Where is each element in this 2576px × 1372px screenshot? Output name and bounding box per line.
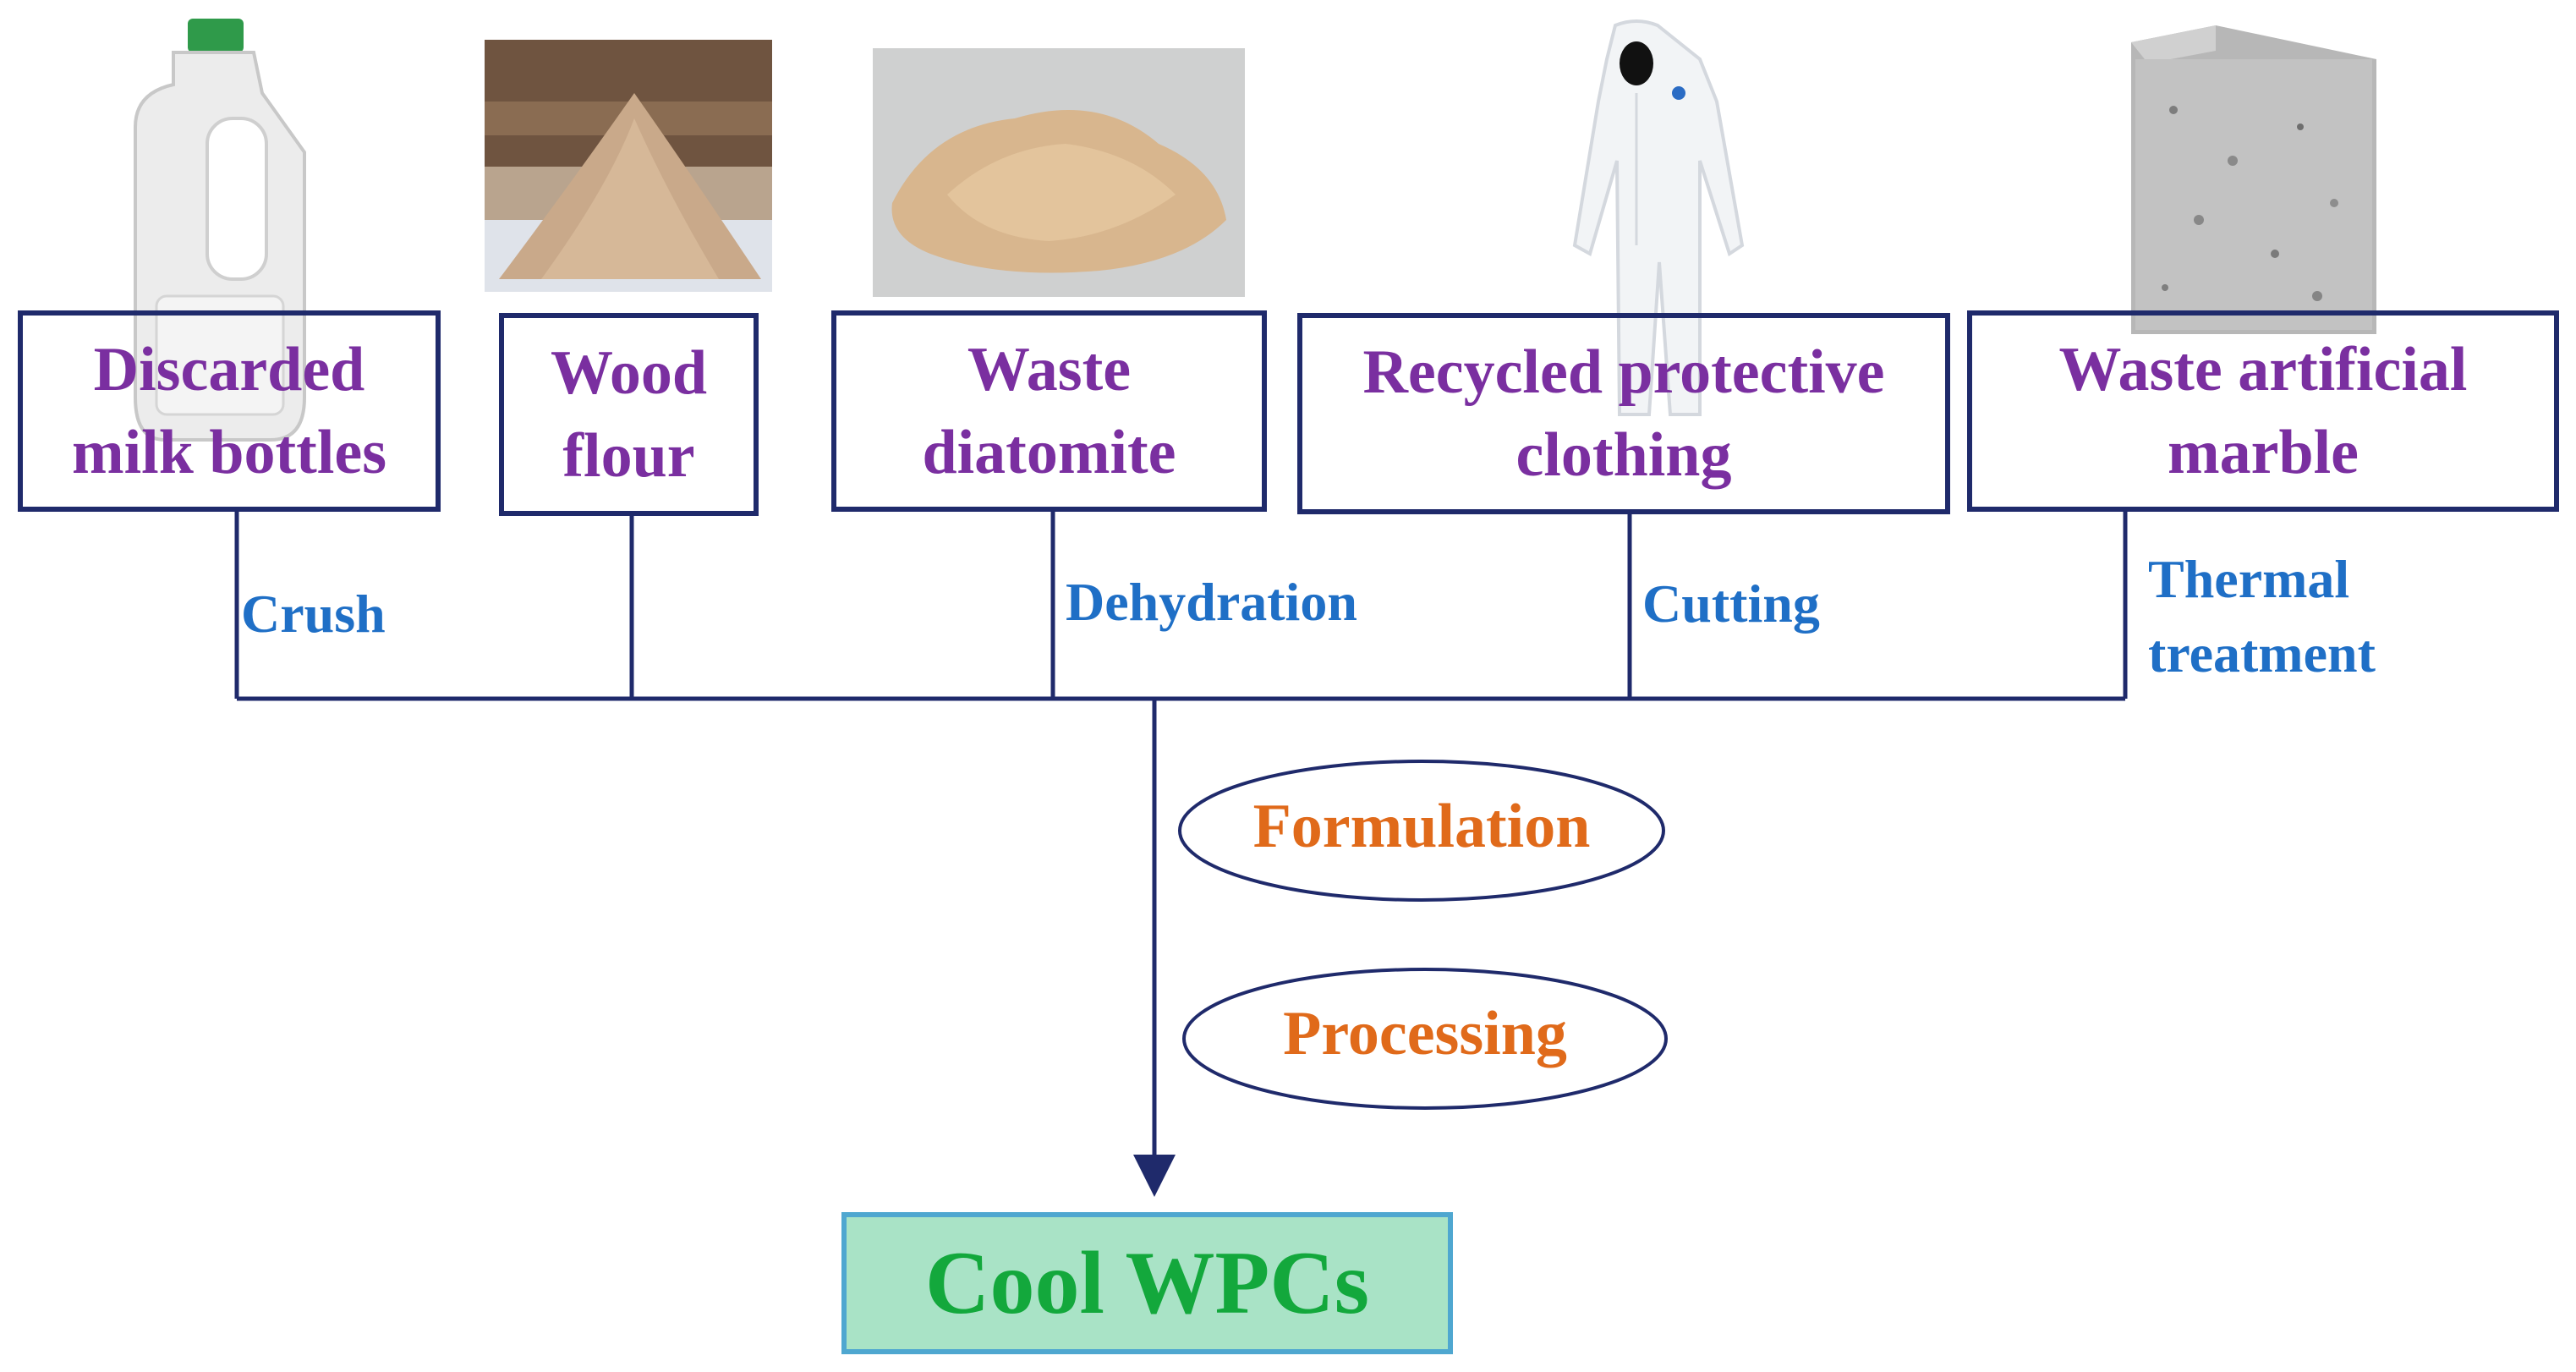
- step-crush: Crush: [241, 584, 386, 644]
- formulation-label: Formulation: [1252, 792, 1591, 861]
- material-box-wood-flour: Wood flour: [499, 313, 759, 516]
- milk-bottle-image: [134, 19, 306, 442]
- material-label-protective-clothing: Recycled protective clothing: [1362, 338, 1885, 490]
- diatomite-powder-image: [873, 48, 1245, 297]
- processing-label: Processing: [1283, 999, 1567, 1068]
- material-label-milk-bottles: Discarded milk bottles: [71, 335, 387, 487]
- material-label-wood-flour: Wood flour: [550, 338, 708, 491]
- step-cutting: Cutting: [1642, 573, 1820, 634]
- marble-slab-image: [2131, 25, 2376, 334]
- step-thermal-treatment: Thermal treatment: [2148, 549, 2376, 683]
- processing-oval: [1182, 968, 1668, 1110]
- material-box-diatomite: Waste diatomite: [831, 310, 1267, 512]
- protective-suit-image: [1572, 19, 1745, 416]
- material-label-diatomite: Waste diatomite: [922, 335, 1176, 487]
- step-dehydration: Dehydration: [1066, 572, 1357, 632]
- material-box-protective-clothing: Recycled protective clothing: [1297, 313, 1950, 514]
- formulation-oval: [1178, 760, 1665, 902]
- wood-flour-image: [485, 40, 772, 292]
- result-label: Cool WPCs: [924, 1233, 1370, 1332]
- result-box: Cool WPCs: [841, 1212, 1453, 1354]
- material-box-milk-bottles: Discarded milk bottles: [18, 310, 441, 512]
- material-box-artificial-marble: Waste artificial marble: [1967, 310, 2559, 512]
- material-label-artificial-marble: Waste artificial marble: [2058, 335, 2468, 487]
